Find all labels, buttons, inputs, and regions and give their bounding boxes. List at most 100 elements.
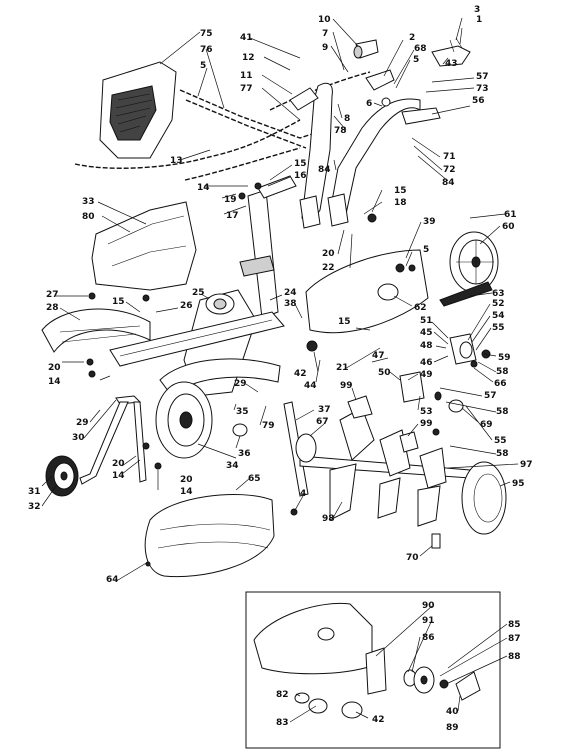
callout-label: 66 xyxy=(494,379,507,389)
callout-label: 37 xyxy=(318,405,331,415)
part-drawings xyxy=(41,37,507,578)
callout-label: 79 xyxy=(262,421,275,431)
callout-label: 67 xyxy=(316,417,329,427)
callout-label: 25 xyxy=(192,288,205,298)
callout-label: 35 xyxy=(236,407,249,417)
hub-assembly-part xyxy=(449,333,491,365)
callout-label: 41 xyxy=(240,33,253,43)
callout-label: 20 xyxy=(112,459,125,469)
callout-label: 58 xyxy=(496,367,509,377)
callout-label: 18 xyxy=(394,198,407,208)
callout-label: 86 xyxy=(422,633,435,643)
inset-ring-part xyxy=(308,698,328,714)
callout-label: 85 xyxy=(508,620,521,630)
callout-label: 42 xyxy=(372,715,385,725)
callout-label: 87 xyxy=(508,634,521,644)
callout-label: 58 xyxy=(496,407,509,417)
callout-label: 75 xyxy=(200,29,213,39)
callout-label: 34 xyxy=(226,461,239,471)
callout-label: 20 xyxy=(180,475,193,485)
callout-label: 69 xyxy=(480,420,493,430)
callout-label: 32 xyxy=(28,502,41,512)
callout-label: 60 xyxy=(502,222,515,232)
leader-lines xyxy=(41,17,519,723)
callout-label: 47 xyxy=(372,351,385,361)
callout-label: 13 xyxy=(170,156,183,166)
callout-label: 12 xyxy=(242,53,255,63)
callout-label: 20 xyxy=(48,363,61,373)
axle-beam-part xyxy=(109,311,285,367)
switch-part xyxy=(431,37,471,67)
callout-label: 68 xyxy=(414,44,427,54)
callout-label: 59 xyxy=(498,353,511,363)
callout-label: 52 xyxy=(492,299,505,309)
callout-label: 51 xyxy=(420,316,433,326)
callout-label: 73 xyxy=(476,84,489,94)
callout-label: 39 xyxy=(423,217,436,227)
callout-label: 45 xyxy=(420,328,433,338)
callout-label: 15 xyxy=(394,186,407,196)
callout-label: 11 xyxy=(240,71,253,81)
handlebar-part xyxy=(289,82,441,229)
callout-label: 40 xyxy=(446,707,459,717)
callout-label: 58 xyxy=(496,449,509,459)
callout-label: 57 xyxy=(484,391,497,401)
callout-label: 28 xyxy=(46,303,59,313)
callout-label: 42 xyxy=(294,369,307,379)
callout-label: 22 xyxy=(322,263,335,273)
callout-label: 44 xyxy=(304,381,317,391)
inset-coupling-part xyxy=(341,701,363,719)
bolt-part xyxy=(431,533,441,549)
callout-label: 15 xyxy=(338,317,351,327)
callout-label: 50 xyxy=(378,368,391,378)
callout-label: 4 xyxy=(300,489,306,499)
pulley-part xyxy=(439,231,499,307)
callout-label: 77 xyxy=(240,84,253,94)
callout-label: 90 xyxy=(422,601,435,611)
callout-label: 14 xyxy=(112,471,125,481)
callout-label: 8 xyxy=(344,114,350,124)
callout-label: 55 xyxy=(494,436,507,446)
callout-label: 36 xyxy=(238,449,251,459)
callout-label: 63 xyxy=(492,289,505,299)
inset-lever-part xyxy=(455,671,481,701)
callout-label: 38 xyxy=(284,299,297,309)
lower-cover-part xyxy=(144,494,275,578)
callout-label: 43 xyxy=(445,59,458,69)
frame-part xyxy=(239,175,297,319)
bushing-part xyxy=(232,423,248,437)
callout-label: 21 xyxy=(336,363,349,373)
callout-label: 56 xyxy=(472,96,485,106)
callout-label: 3 xyxy=(474,5,480,15)
callout-label: 33 xyxy=(82,197,95,207)
callout-label: 97 xyxy=(520,460,533,470)
tine-bracket-part-2 xyxy=(399,431,419,453)
callout-label: 80 xyxy=(82,212,95,222)
callout-label: 62 xyxy=(414,303,427,313)
callout-label: 2 xyxy=(409,33,415,43)
callout-label: 26 xyxy=(180,301,193,311)
callout-label: 31 xyxy=(28,487,41,497)
wheel-part xyxy=(45,455,79,497)
callout-label: 27 xyxy=(46,290,59,300)
engine-cover-part xyxy=(99,61,177,159)
callout-label: 14 xyxy=(180,487,193,497)
callout-label: 29 xyxy=(76,418,89,428)
callout-label: 17 xyxy=(226,211,239,221)
throttle-cables xyxy=(74,71,371,181)
callout-label: 7 xyxy=(322,29,328,39)
callout-label: 46 xyxy=(420,358,433,368)
callout-label: 91 xyxy=(422,616,435,626)
callout-label: 9 xyxy=(322,43,328,53)
callout-label: 10 xyxy=(318,15,331,25)
callout-label: 24 xyxy=(284,288,297,298)
callout-label: 16 xyxy=(294,171,307,181)
callout-label: 49 xyxy=(420,370,433,380)
callout-label: 5 xyxy=(423,245,429,255)
callout-label: 30 xyxy=(72,433,85,443)
inset-detail xyxy=(245,591,501,749)
callout-label: 20 xyxy=(322,249,335,259)
callout-label: 5 xyxy=(413,55,419,65)
callout-label: 15 xyxy=(112,297,125,307)
